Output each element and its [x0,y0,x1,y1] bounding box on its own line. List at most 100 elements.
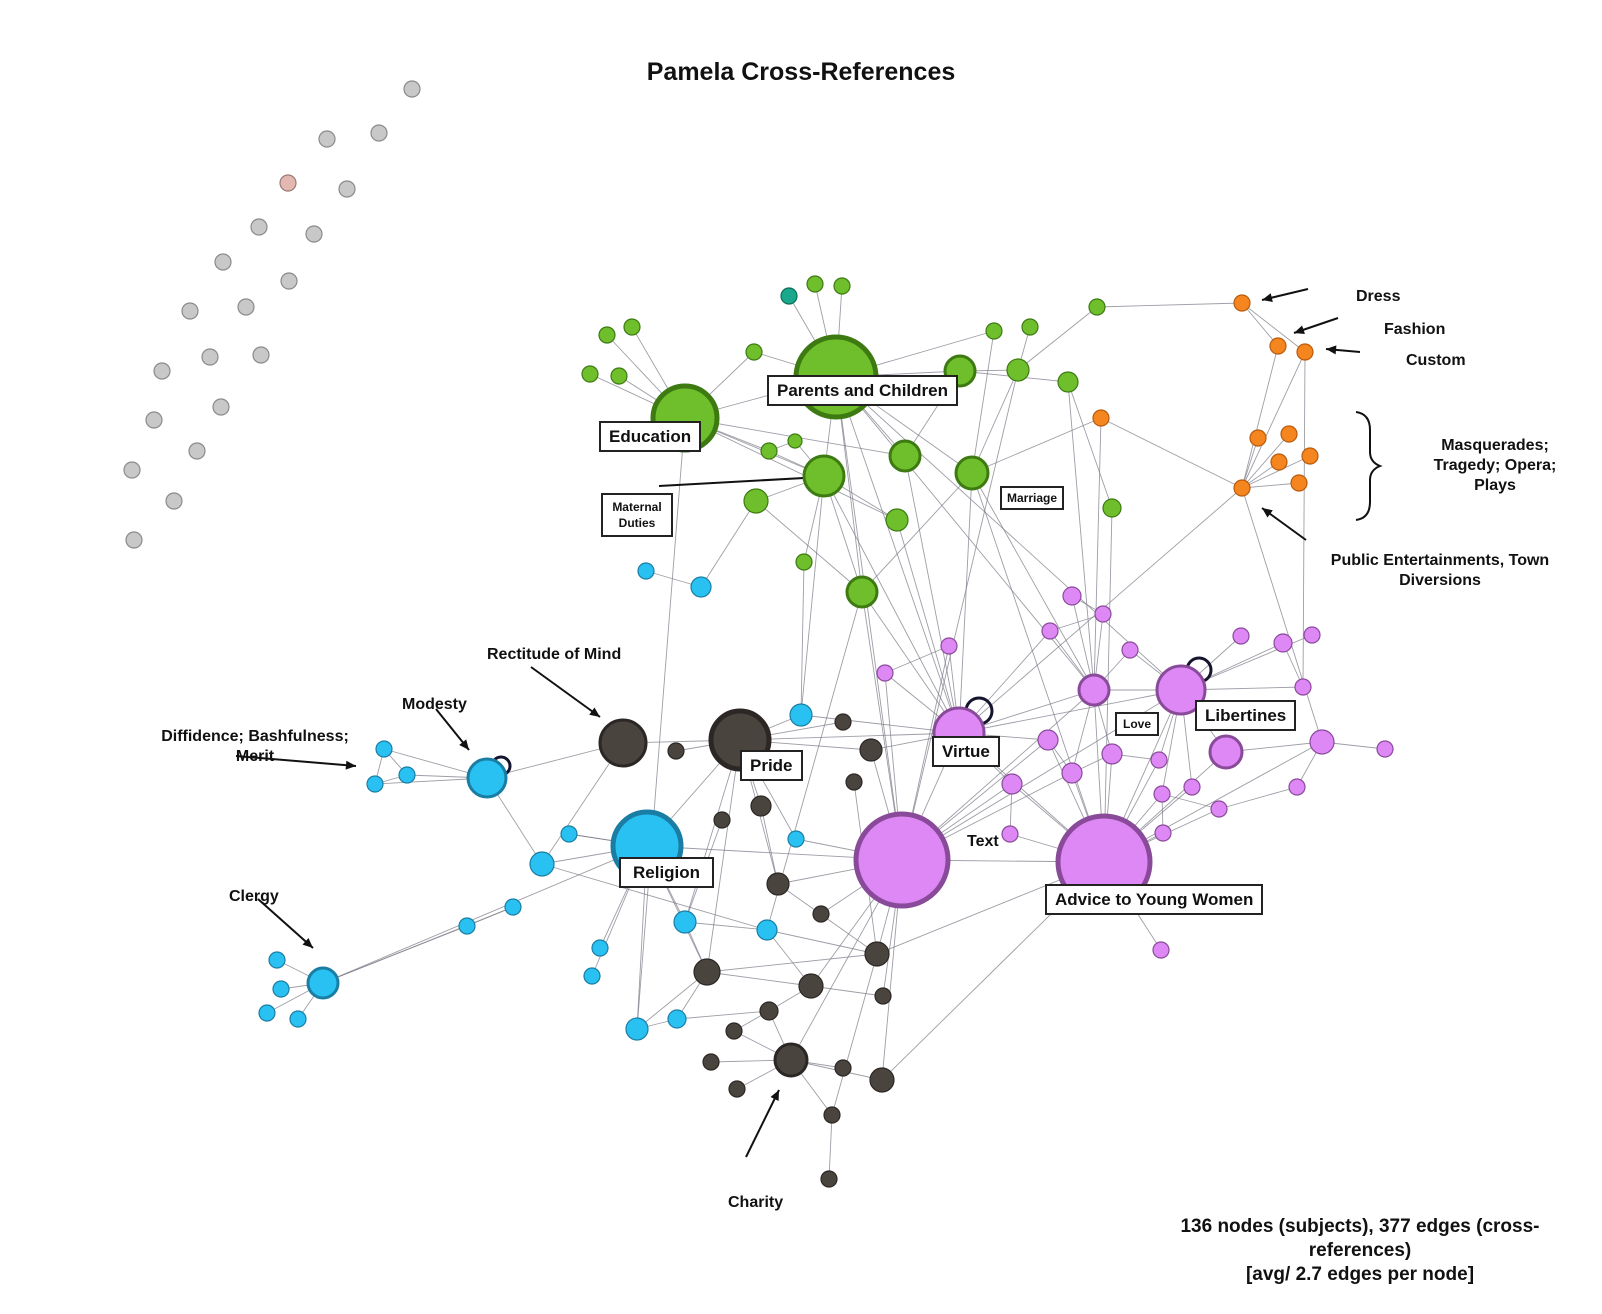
label-virtue: Virtue [932,736,1000,767]
node-b16 [398,766,416,784]
node-v20 [1121,641,1139,659]
arrow-maternal [658,476,823,487]
arrow-clergy [257,898,314,949]
edge [835,376,903,861]
node-d10 [693,958,721,986]
edge [1017,306,1098,371]
node-b1 [789,703,813,727]
node-v8 [1150,751,1168,769]
node-g15 [598,326,616,344]
node-b17 [366,775,384,793]
node-mar [954,455,990,491]
arrow-fashion-head [1294,325,1305,335]
edge [884,645,950,674]
node-o7 [1270,453,1288,471]
edge [1241,437,1259,489]
label-rectitude-of-mind: Rectitude of Mind [487,646,622,663]
node-o8 [1301,447,1319,465]
edge [766,929,878,955]
node-mat [802,454,846,498]
edge [676,1010,770,1020]
edge [1100,417,1243,489]
node-d4 [845,773,863,791]
node-s4 [279,174,297,192]
edge [322,845,648,984]
label-love: Love [1115,712,1160,736]
node-v24 [1154,824,1172,842]
node-o5 [1249,429,1267,447]
arrow-rectitude [530,666,601,718]
node-lib [1155,664,1207,716]
edge [971,472,1095,691]
node-g10 [985,322,1003,340]
node-b7 [787,830,805,848]
edge [541,863,768,931]
label-clergy: Clergy [229,888,279,905]
node-s8 [214,253,232,271]
arrow-clergy-head [302,937,313,948]
node-v9 [1183,778,1201,796]
node-g9 [1088,298,1106,316]
node-v19 [1041,622,1059,640]
node-d15 [702,1053,720,1071]
edge [971,369,1019,474]
node-v25 [1152,941,1170,959]
label-marriage: Marriage [1000,486,1065,510]
edge [700,500,757,588]
node-d14 [725,1022,743,1040]
node-g7 [1057,371,1079,393]
node-d9 [864,941,890,967]
node-teal [780,287,798,305]
node-s20 [125,531,143,549]
edge [1093,417,1102,691]
node-g16 [623,318,641,336]
node-b11 [591,939,609,957]
label-diffidence: Diffidence; Bashfulness; Merit [161,728,349,765]
node-v3 [1376,740,1394,758]
node-d20 [820,1170,838,1188]
node-s1 [403,80,421,98]
node-d19 [823,1106,841,1124]
node-b13 [625,1017,649,1041]
node-g2 [888,439,922,473]
node-o2 [1269,337,1287,355]
node-g6 [1006,358,1030,382]
node-b19 [272,980,290,998]
edge [800,475,825,716]
arrow-rectitude-head [589,707,600,717]
node-mod [466,757,508,799]
arrow-diffidence-head [345,760,356,770]
edge [958,472,973,734]
edge [823,475,960,734]
masquerades-brace [1355,411,1383,521]
node-s7 [305,225,323,243]
node-g5 [885,508,909,532]
edge [1067,381,1095,691]
node-v21 [940,637,958,655]
node-o10 [1233,479,1251,497]
edge [904,455,960,734]
label-dress: Dress [1356,288,1401,305]
node-d17 [869,1067,895,1093]
node-v23 [1001,825,1019,843]
node-v4 [1037,729,1059,751]
label-text: Text [967,833,999,850]
node-v18 [1094,605,1112,623]
edge [958,689,1182,734]
node-v12 [1288,778,1306,796]
node-g18 [610,367,628,385]
nodes-layer [123,80,1394,1188]
edge [636,971,708,1030]
label-pride: Pride [740,750,803,781]
label-custom: Custom [1406,352,1466,369]
edge [835,376,1182,691]
edge [1241,433,1290,489]
node-s9 [280,272,298,290]
edge [755,500,863,593]
node-d6 [713,811,731,829]
node-d3 [859,738,883,762]
node-g14 [745,343,763,361]
node-d5 [750,795,772,817]
node-g3 [845,575,879,609]
